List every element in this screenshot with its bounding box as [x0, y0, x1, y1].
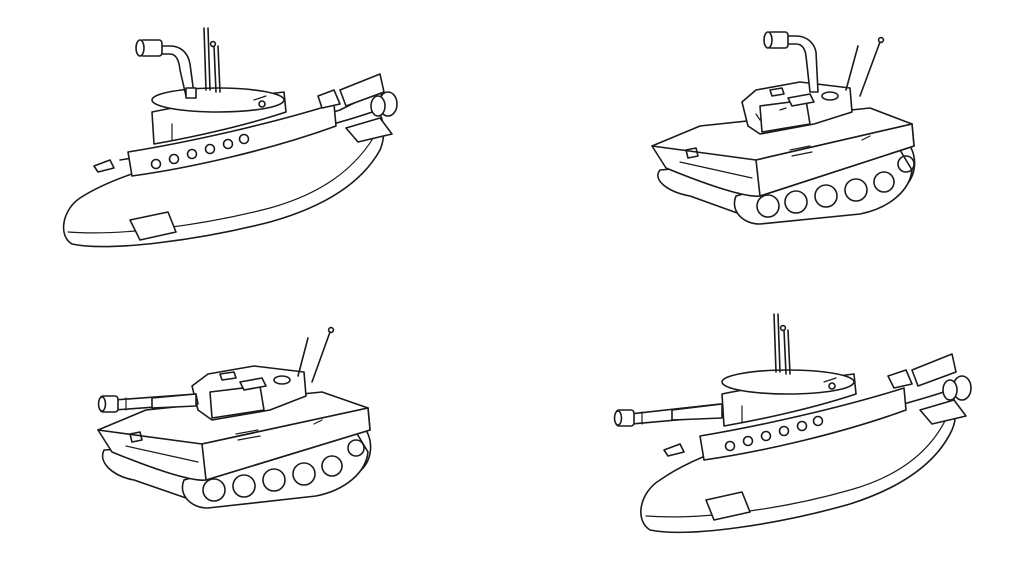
- submarine-periscope-icon: [62, 27, 398, 248]
- tank-periscope-icon: [651, 31, 916, 225]
- submarine-cannon-icon: [613, 313, 972, 534]
- tank-cannon-icon: [97, 326, 372, 509]
